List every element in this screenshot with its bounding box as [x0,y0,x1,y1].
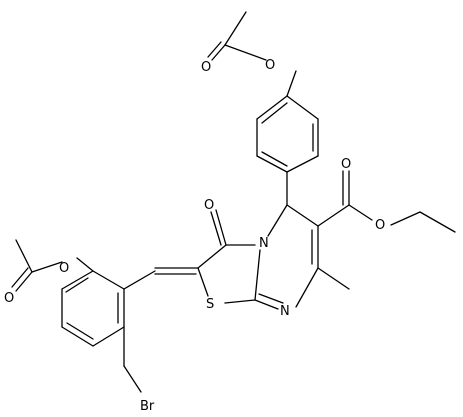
atom-o-left-ether: O [59,261,69,276]
top-acetyl-bonds [207,11,297,97]
ethyl-ester-bonds [317,170,456,233]
left-acetyl-bonds [11,239,94,292]
atom-br: Br [140,399,155,414]
benzylidene-bonds [123,267,199,290]
atom-n-fused: N [259,236,269,251]
atom-s-thiazole: S [206,297,214,312]
pyrimidine-ring-bonds [254,204,319,310]
atom-o-ester-carbonyl: O [341,157,351,172]
top-phenyl-bonds [256,95,319,206]
thiazole-ring-bonds [197,209,256,304]
bromophenyl-bonds [61,270,142,393]
atom-n-imine: N [280,304,290,319]
atom-o-top-ether: O [265,58,275,73]
atom-o-top-carbonyl: O [201,60,211,75]
methyl-bond [317,267,350,290]
atom-o-ester-ether: O [375,218,385,233]
atom-o-left-carbonyl: O [4,291,14,306]
atom-o-ring-carbonyl: O [204,198,214,213]
